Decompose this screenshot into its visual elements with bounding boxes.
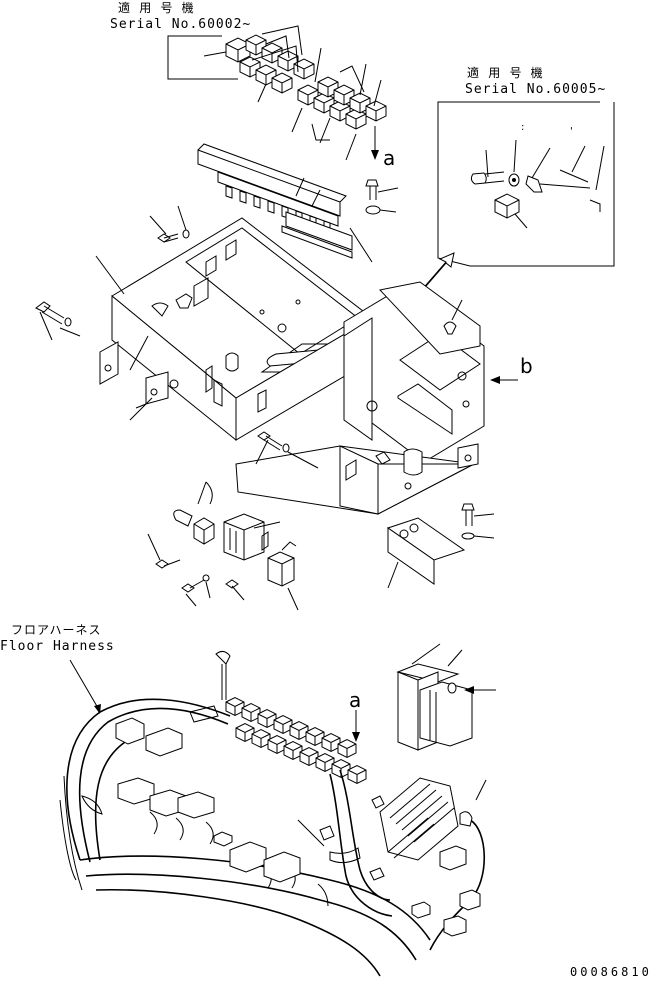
svg-text::: : — [521, 122, 524, 133]
terminal-strip — [197, 143, 373, 263]
strip-tab-1 — [225, 185, 233, 199]
strip-tab-3 — [253, 195, 261, 209]
lower-left-components — [147, 481, 299, 611]
clip-near-side-plate — [443, 299, 463, 335]
bolt-right — [461, 503, 495, 540]
floor-harness-en: Floor Harness — [0, 639, 115, 654]
inset2-frame: : ' — [437, 101, 615, 267]
svg-text:': ' — [570, 126, 573, 137]
marker-a-lower: a — [349, 688, 362, 712]
floor-harness-ja: フロアハーネス — [11, 623, 102, 637]
bracket-plate-right — [386, 517, 466, 589]
main-bracket — [95, 217, 485, 463]
bolt-left-bracket — [35, 301, 81, 341]
inset1-serial: Serial No.60002~ — [110, 17, 252, 32]
inset1-frame — [167, 35, 251, 80]
marker-b-upper: b — [520, 354, 533, 378]
drawing-number: 00086810 — [570, 965, 652, 979]
inset2-serial: Serial No.60005~ — [465, 82, 607, 97]
bolt-center — [255, 431, 319, 469]
relay-leader-lines — [251, 25, 382, 161]
floor-harness — [59, 643, 496, 977]
bolt-right-of-strip — [365, 179, 399, 215]
arrow-a-upper — [371, 126, 379, 160]
inset1-heading: 適 用 号 機 — [118, 1, 195, 15]
relay-cluster-upper — [239, 34, 387, 130]
inset2-heading: 適 用 号 機 — [467, 66, 544, 80]
strip-tab-2 — [239, 190, 247, 204]
strip-tab-4 — [267, 200, 275, 214]
arrow-b-upper — [490, 376, 518, 384]
lower-bracket — [235, 443, 479, 515]
bolt-left-of-strip — [149, 205, 190, 243]
marker-a-upper: a — [383, 146, 396, 170]
